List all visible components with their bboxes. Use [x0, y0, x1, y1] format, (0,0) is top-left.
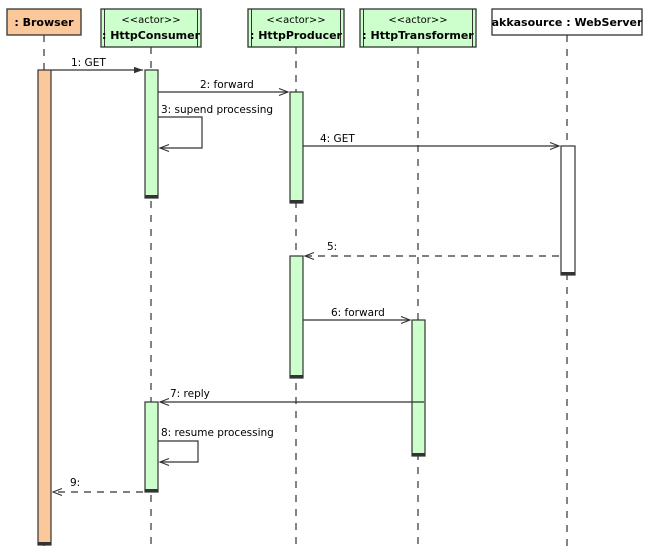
activation-foot-act-browser	[38, 542, 51, 546]
message-7[interactable]: 7: reply	[160, 388, 424, 402]
activation-bar-act-browser	[37, 69, 52, 546]
activation-body-act-producer-2	[289, 255, 304, 379]
lifeline-label-httptransformer: : HttpTransformer	[362, 29, 474, 42]
activation-foot-act-consumer-2	[145, 489, 158, 493]
message-3[interactable]: 3: supend processing	[158, 104, 273, 148]
lifeline-head-box-httptransformer	[359, 8, 477, 48]
lifeline-heads-layer: : Browser<<actor>>: HttpConsumer<<actor>…	[6, 8, 643, 48]
lifeline-label-browser: : Browser	[14, 16, 74, 29]
lifeline-head-browser[interactable]: : Browser	[6, 8, 82, 36]
activation-body-act-transformer-1	[411, 319, 426, 457]
activation-foot-act-webserver-1	[561, 272, 575, 276]
message-1[interactable]: 1: GET	[51, 57, 143, 74]
message-line-3	[158, 116, 203, 148]
activation-foot-act-consumer-1	[145, 195, 158, 199]
lifeline-head-box-browser	[6, 8, 82, 36]
message-4[interactable]: 4: GET	[303, 133, 559, 146]
activation-body-act-consumer-2	[144, 401, 159, 493]
activation-bar-act-producer-2	[289, 255, 304, 379]
activation-bar-act-consumer-2	[144, 401, 159, 493]
activation-body-act-producer-1	[289, 91, 304, 204]
lifeline-head-box-httpconsumer	[100, 8, 202, 48]
activation-bar-act-transformer-1	[411, 319, 426, 457]
message-label-9: 9:	[70, 477, 80, 489]
message-label-3: 3: supend processing	[161, 104, 273, 116]
activation-bar-act-producer-1	[289, 91, 304, 204]
message-6[interactable]: 6: forward	[303, 307, 410, 320]
lifeline-label-httpproducer: : HttpProducer	[250, 29, 343, 42]
message-label-5: 5:	[327, 241, 337, 253]
lifeline-label-webserver: akkasource : WebServer	[492, 16, 643, 29]
activation-body-act-consumer-1	[144, 69, 159, 199]
lifelines-layer	[43, 35, 568, 548]
message-label-2: 2: forward	[200, 79, 254, 91]
lifeline-stereotype-httpproducer: <<actor>>	[266, 15, 325, 26]
activation-body-act-browser	[37, 69, 52, 546]
lifeline-head-httpconsumer[interactable]: <<actor>> : HttpConsumer	[100, 8, 202, 48]
lifeline-head-webserver[interactable]: akkasource : WebServer	[491, 8, 643, 36]
message-label-8: 8: resume processing	[161, 427, 274, 439]
lifeline-head-httpproducer[interactable]: <<actor>> : HttpProducer	[247, 8, 345, 48]
lifeline-head-httptransformer[interactable]: <<actor>> : HttpTransformer	[359, 8, 477, 48]
lifeline-head-box-webserver	[491, 8, 643, 36]
lifeline-head-box-httpproducer	[247, 8, 345, 48]
message-label-6: 6: forward	[331, 307, 385, 319]
message-2[interactable]: 2: forward	[158, 79, 288, 92]
lifeline-stereotype-httptransformer: <<actor>>	[388, 15, 447, 26]
activation-bar-act-webserver-1	[560, 145, 576, 276]
activations-layer	[37, 69, 576, 546]
message-5[interactable]: 5:	[305, 241, 559, 256]
lifeline-label-httpconsumer: : HttpConsumer	[102, 29, 201, 42]
message-label-1: 1: GET	[71, 57, 106, 69]
activation-foot-act-transformer-1	[412, 453, 425, 457]
message-line-8	[158, 440, 199, 462]
message-label-7: 7: reply	[170, 388, 210, 400]
message-9[interactable]: 9:	[53, 477, 143, 492]
activation-body-act-webserver-1	[560, 145, 576, 276]
activation-foot-act-producer-2	[290, 375, 303, 379]
activation-bar-act-consumer-1	[144, 69, 159, 199]
activation-foot-act-producer-1	[290, 200, 303, 204]
message-8[interactable]: 8: resume processing	[158, 427, 274, 462]
lifeline-stereotype-httpconsumer: <<actor>>	[121, 15, 180, 26]
messages-layer: 1: GET 2: forward 3: supend processing 4: G…	[51, 57, 559, 492]
message-label-4: 4: GET	[320, 133, 355, 145]
